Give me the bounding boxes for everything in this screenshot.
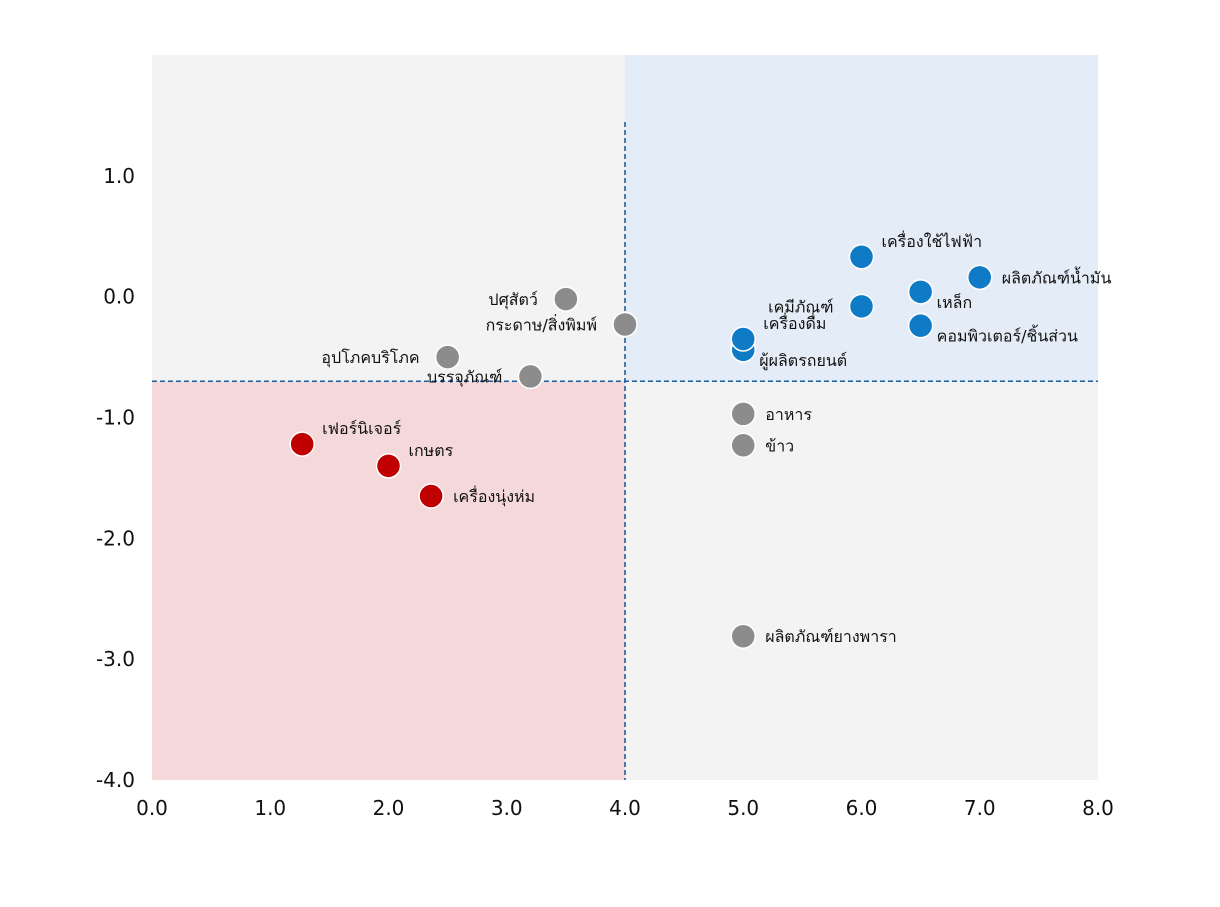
y-tick-label: -2.0 [96, 526, 135, 550]
data-point [434, 344, 461, 370]
data-label: ผลิตภัณฑ์น้ำมัน [1002, 266, 1112, 287]
data-point [907, 312, 934, 339]
data-label: บรรจุภัณฑ์ [427, 367, 502, 387]
data-point [375, 453, 402, 479]
y-tick-label: 0.0 [103, 285, 135, 309]
x-tick-label: 4.0 [609, 796, 641, 820]
data-label: เครื่องดื่ม [763, 312, 826, 333]
data-label: เกษตร [409, 441, 454, 460]
x-tick-label: 3.0 [491, 796, 523, 820]
data-label: คอมพิวเตอร์/ชิ้นส่วน [937, 325, 1078, 346]
data-point [612, 311, 638, 338]
x-tick-label: 8.0 [1082, 796, 1114, 820]
data-point [553, 286, 579, 312]
data-label: เครื่องใช้ไฟฟ้า [882, 230, 983, 251]
quadrant-bottom-left [152, 381, 625, 780]
y-tick-label: 1.0 [103, 164, 135, 188]
x-axis-ticks: 0.0 1.0 2.0 3.0 4.0 5.0 6.0 7.0 8.0 [136, 796, 1114, 820]
data-point [730, 432, 756, 459]
data-point [289, 431, 315, 457]
y-tick-label: -3.0 [96, 647, 135, 671]
x-tick-label: 6.0 [846, 796, 878, 820]
x-tick-label: 0.0 [136, 796, 168, 820]
data-point [848, 244, 875, 270]
quadrant-top-right [625, 55, 1098, 382]
data-point [967, 264, 993, 291]
data-point [730, 326, 756, 352]
data-point [848, 293, 875, 320]
data-label: อาหาร [765, 405, 812, 424]
data-label: เคมีภัณฑ์ [768, 297, 833, 316]
data-label: ข้าว [765, 436, 794, 455]
data-label: ผลิตภัณฑ์ยางพารา [765, 627, 897, 646]
data-point [418, 483, 444, 509]
y-tick-label: -4.0 [96, 768, 135, 792]
data-point [730, 401, 756, 427]
data-label: เครื่องนุ่งห่ม [453, 485, 535, 507]
y-tick-label: -1.0 [96, 406, 135, 430]
data-label: อุปโภคบริโภค [321, 348, 419, 368]
data-point [730, 623, 756, 649]
data-points [289, 244, 993, 649]
threshold-lines [152, 122, 1098, 780]
x-tick-label: 2.0 [373, 796, 405, 820]
data-point [517, 363, 544, 390]
data-label: ผู้ผลิตรถยนต์ [759, 351, 847, 371]
x-tick-label: 1.0 [254, 796, 286, 820]
data-label: กระดาษ/สิ่งพิมพ์ [486, 313, 597, 334]
data-label: ปศุสัตว์ [488, 290, 537, 310]
data-point [907, 279, 934, 305]
y-axis-ticks: -4.0 -3.0 -2.0 -1.0 0.0 1.0 [96, 164, 135, 792]
x-tick-label: 7.0 [964, 796, 996, 820]
data-label: เหล็ก [937, 292, 973, 312]
x-tick-label: 5.0 [727, 796, 759, 820]
data-label: เฟอร์นิเจอร์ [322, 419, 401, 438]
